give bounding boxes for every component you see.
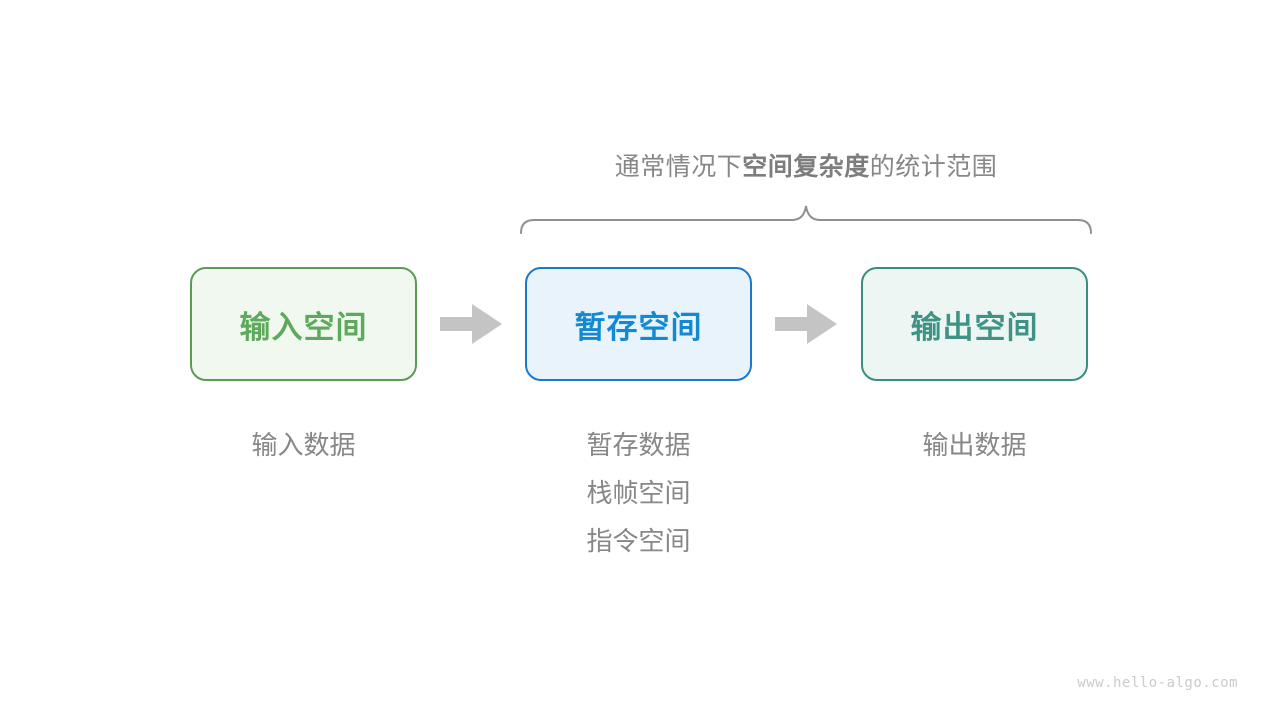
note-instruction-space: 指令空间 <box>586 526 691 556</box>
title-suffix: 的统计范围 <box>869 153 998 181</box>
note-stack-frame-space: 栈帧空间 <box>586 478 691 508</box>
box-output-space-label: 输出空间 <box>910 309 1039 345</box>
diagram-title: 通常情况下空间复杂度的统计范围 <box>520 147 1092 183</box>
arrow-right-icon <box>440 304 502 344</box>
watermark: www.hello-algo.com <box>1077 675 1238 691</box>
box-input-space: 输入空间 <box>190 267 417 381</box>
note-input-data: 输入数据 <box>251 430 356 460</box>
box-temp-space: 暂存空间 <box>525 267 752 381</box>
note-temp-data: 暂存数据 <box>586 430 691 460</box>
title-prefix: 通常情况下 <box>614 153 743 181</box>
note-output-data: 输出数据 <box>922 430 1027 460</box>
arrow-right-icon <box>775 304 837 344</box>
title-bold-term: 空间复杂度 <box>742 153 870 181</box>
box-temp-space-label: 暂存空间 <box>574 309 703 345</box>
box-output-space: 输出空间 <box>861 267 1088 381</box>
curly-brace <box>520 205 1092 234</box>
box-input-space-label: 输入空间 <box>239 309 368 345</box>
